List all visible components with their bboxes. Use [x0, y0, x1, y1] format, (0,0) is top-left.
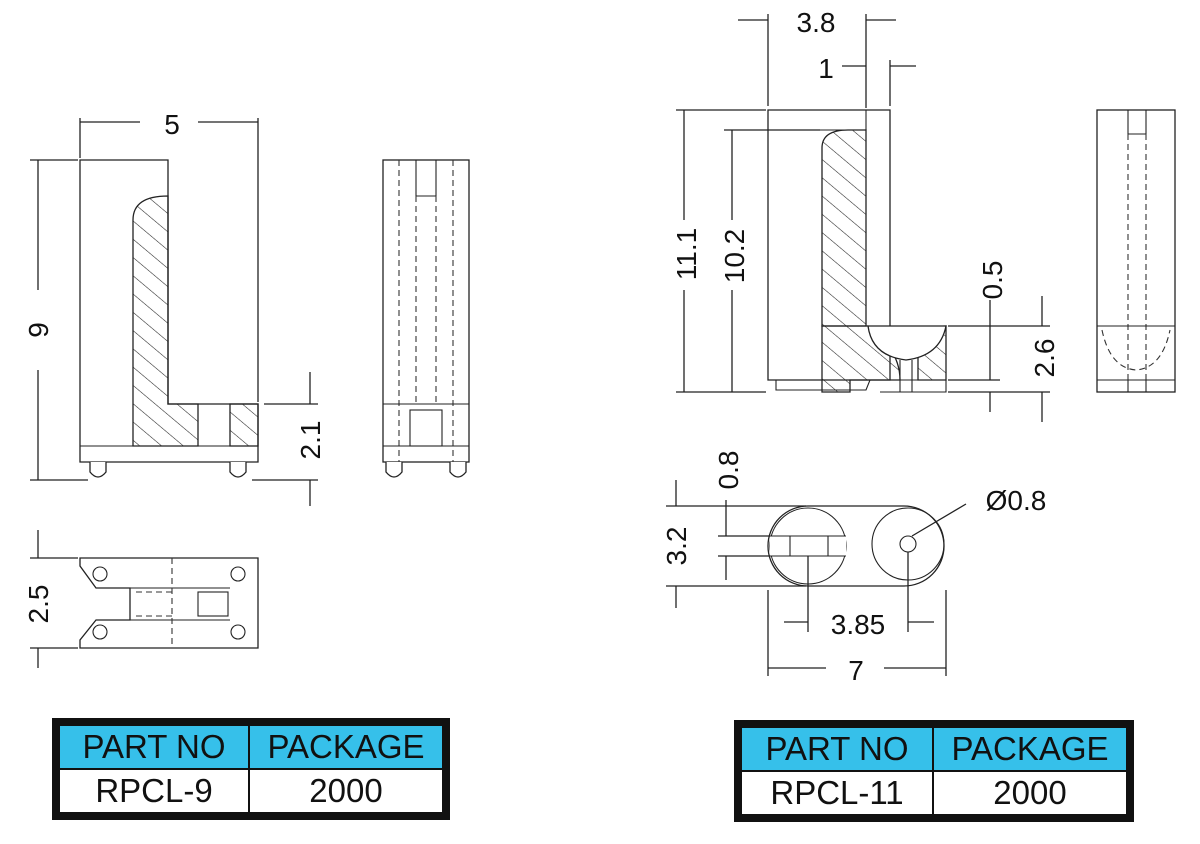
rpcl11-header-package: PACKAGE [932, 726, 1128, 772]
rpcl11-header-part: PART NO [740, 726, 934, 772]
rpcl9-package: 2000 [248, 768, 444, 814]
rpcl11-slot-dim: 0.8 [713, 451, 744, 490]
rpcl9-part-number: RPCL-9 [58, 768, 250, 814]
rpcl9-width-dim: 5 [164, 109, 180, 140]
rpcl9-foot-dim: 2.1 [295, 421, 326, 460]
rpcl11-wall-dim: 1 [818, 53, 834, 84]
rpcl11-bottom-view [666, 480, 967, 676]
rpcl11-length-dim: 7 [848, 655, 864, 686]
rpcl11-gap-dim: 0.5 [977, 261, 1008, 300]
rpcl11-height-inner-dim: 10.2 [719, 229, 750, 284]
rpcl9-header-part: PART NO [58, 724, 250, 770]
rpcl11-part-number: RPCL-11 [740, 770, 934, 816]
rpcl11-side-view [1096, 109, 1176, 393]
rpcl11-height-total-dim: 11.1 [671, 228, 702, 280]
rpcl11-top-dim: 3.8 [797, 7, 836, 38]
rpcl11-foot-dim: 2.6 [1029, 339, 1060, 378]
rpcl11-pitch-dim: 3.85 [831, 609, 886, 640]
rpcl9-front-view [30, 118, 318, 506]
rpcl11-hole-dim: Ø0.8 [986, 485, 1047, 516]
rpcl9-base-dim: 2.5 [23, 585, 54, 624]
rpcl11-front-view [676, 14, 1050, 422]
rpcl9-side-view [382, 159, 470, 478]
rpcl11-depth-dim: 3.2 [661, 527, 692, 566]
rpcl11-package: 2000 [932, 770, 1128, 816]
rpcl11-table: PART NO PACKAGE RPCL-11 2000 [734, 720, 1134, 822]
rpcl9-header-package: PACKAGE [248, 724, 444, 770]
rpcl9-height-dim: 9 [23, 322, 54, 338]
rpcl9-table: PART NO PACKAGE RPCL-9 2000 [52, 718, 450, 820]
rpcl9-bottom-view [30, 530, 259, 668]
